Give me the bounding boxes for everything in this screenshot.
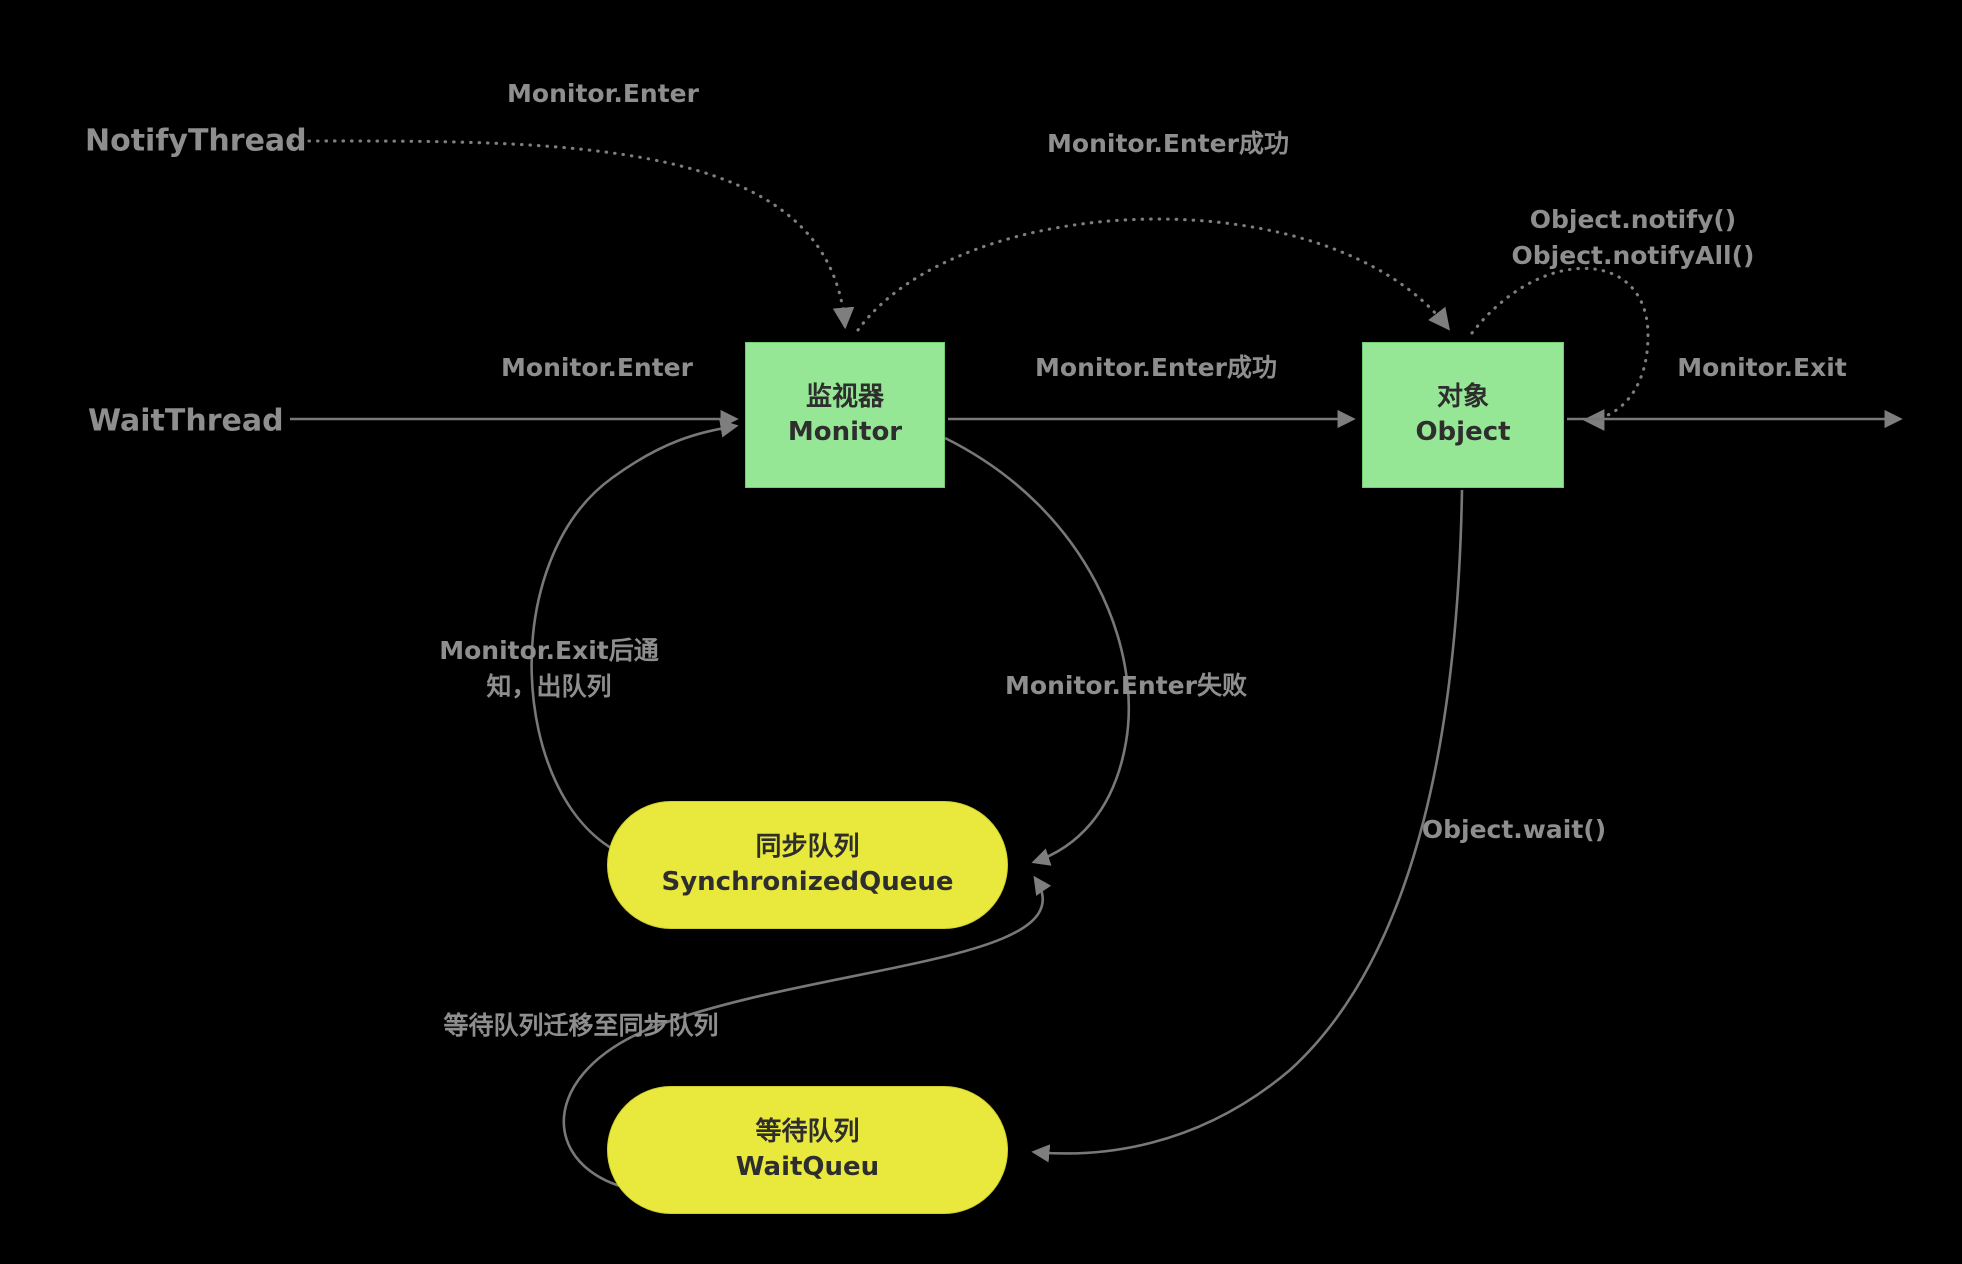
edge-monitor-to-syncqueue [944,436,1130,866]
edge-waitqueue-to-syncqueue [562,875,1052,1194]
node-object: 对象 Object [1362,342,1564,488]
node-object-label-en: Object [1415,417,1511,447]
edge-object-to-waitqueue [1031,489,1464,1163]
node-monitor-label-zh: 监视器 [805,381,884,412]
label-exit-notify-line1: Monitor.Exit后通 [439,635,659,665]
actor-notifythread: NotifyThread [85,123,307,159]
label-queue-migrate: 等待队列迁移至同步队列 [443,1010,719,1040]
label-top-enter-success: Monitor.Enter成功 [1047,128,1289,158]
label-monitor-exit: Monitor.Exit [1677,352,1847,382]
label-object-notify: Object.notify() Object.notifyAll() [1512,202,1755,275]
edge-monitor-to-object-dotted [856,217,1450,332]
node-wait-queue-label-zh: 等待队列 [755,1116,860,1147]
node-monitor-label-en: Monitor [787,417,903,447]
edge-syncqueue-to-monitor [530,419,739,854]
node-object-label-zh: 对象 [1436,381,1489,412]
label-exit-notify-line2: 知，出队列 [486,672,612,701]
node-sync-queue: 同步队列 SynchronizedQueue [607,801,1008,929]
label-wait-monitor-enter: Monitor.Enter [501,352,693,382]
node-wait-queue: 等待队列 WaitQueu [607,1086,1008,1214]
actor-waitthread: WaitThread [88,403,284,439]
label-notify-monitor-enter: Monitor.Enter [507,78,699,108]
label-object-notify-line1: Object.notify() [1529,204,1737,234]
label-object-notify-line2: Object.notifyAll() [1511,241,1755,270]
node-sync-queue-label-en: SynchronizedQueue [661,867,954,897]
label-enter-fail: Monitor.Enter失败 [1005,670,1247,700]
label-object-wait: Object.wait() [1421,814,1607,844]
node-wait-queue-label-en: WaitQueu [735,1152,880,1182]
edge-notifythread-to-monitor [290,139,855,330]
label-exit-notify-dequeue: Monitor.Exit后通 知，出队列 [439,633,659,706]
label-mid-enter-success: Monitor.Enter成功 [1035,352,1277,382]
node-sync-queue-label-zh: 同步队列 [755,831,860,862]
edge-object-notify-loop [1470,266,1650,431]
node-monitor: 监视器 Monitor [745,342,945,488]
